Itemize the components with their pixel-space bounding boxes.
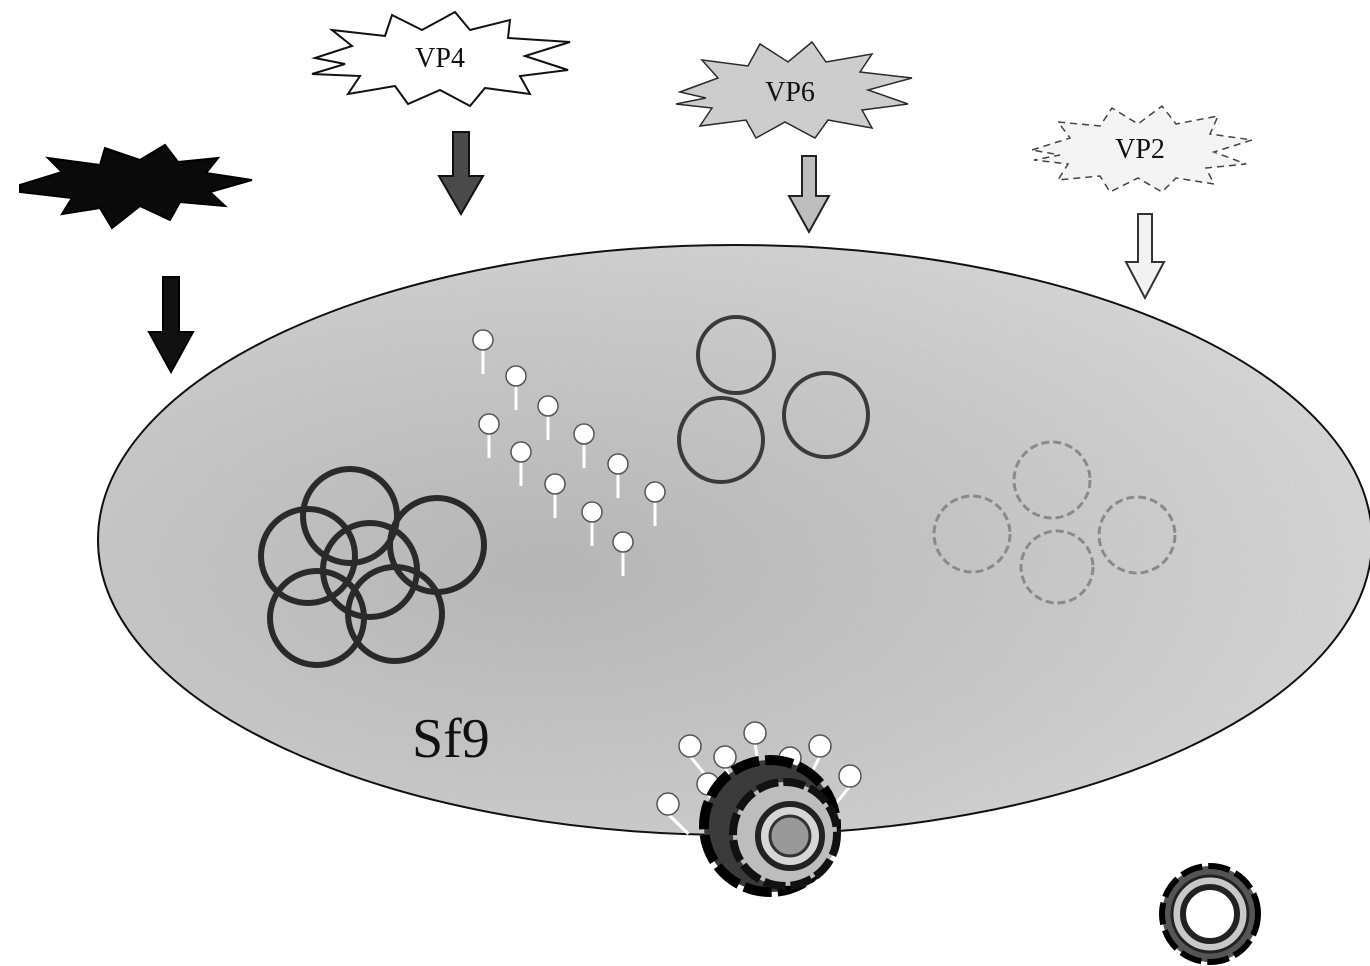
lollipop-head — [511, 442, 531, 462]
vp6-label: VP6 — [765, 77, 815, 108]
lollipop-head — [582, 502, 602, 522]
lollipop-head — [506, 366, 526, 386]
lollipop-head — [574, 424, 594, 444]
down-arrow-icon — [439, 132, 483, 214]
arrow-unlabeled — [149, 277, 193, 372]
starburst-shape — [20, 145, 252, 228]
arrow-vp2 — [1126, 214, 1164, 298]
arrow-vp4 — [439, 132, 483, 214]
lollipop-head — [538, 396, 558, 416]
lollipop-head — [479, 414, 499, 434]
vp4-label: VP4 — [415, 43, 465, 74]
released-particle — [1162, 866, 1258, 962]
down-arrow-icon — [149, 277, 193, 372]
lollipop-head — [473, 330, 493, 350]
lollipop-head — [613, 532, 633, 552]
sf9-cell — [98, 245, 1370, 835]
protein-burst-vp2: VP2 — [1032, 106, 1252, 192]
lollipop-head — [809, 735, 831, 757]
lollipop-head — [645, 482, 665, 502]
protein-burst-unlabeled — [20, 145, 252, 228]
cell-texture — [100, 247, 1370, 833]
protein-burst-vp6: VP6 — [676, 42, 912, 138]
arrow-vp6 — [789, 156, 829, 232]
vp2-label: VP2 — [1115, 134, 1165, 165]
particle-inner-ring — [1183, 887, 1237, 941]
lollipop-head — [657, 793, 679, 815]
lollipop-head — [839, 765, 861, 787]
lollipop-head — [608, 454, 628, 474]
protein-burst-vp4: VP4 — [312, 12, 570, 106]
lollipop-head — [744, 722, 766, 744]
down-arrow-icon — [789, 156, 829, 232]
lollipop-head — [545, 474, 565, 494]
lollipop-head — [714, 746, 736, 768]
particle-core — [770, 816, 810, 856]
lollipop-head — [679, 735, 701, 757]
cell-label: Sf9 — [412, 708, 490, 770]
down-arrow-icon — [1126, 214, 1164, 298]
